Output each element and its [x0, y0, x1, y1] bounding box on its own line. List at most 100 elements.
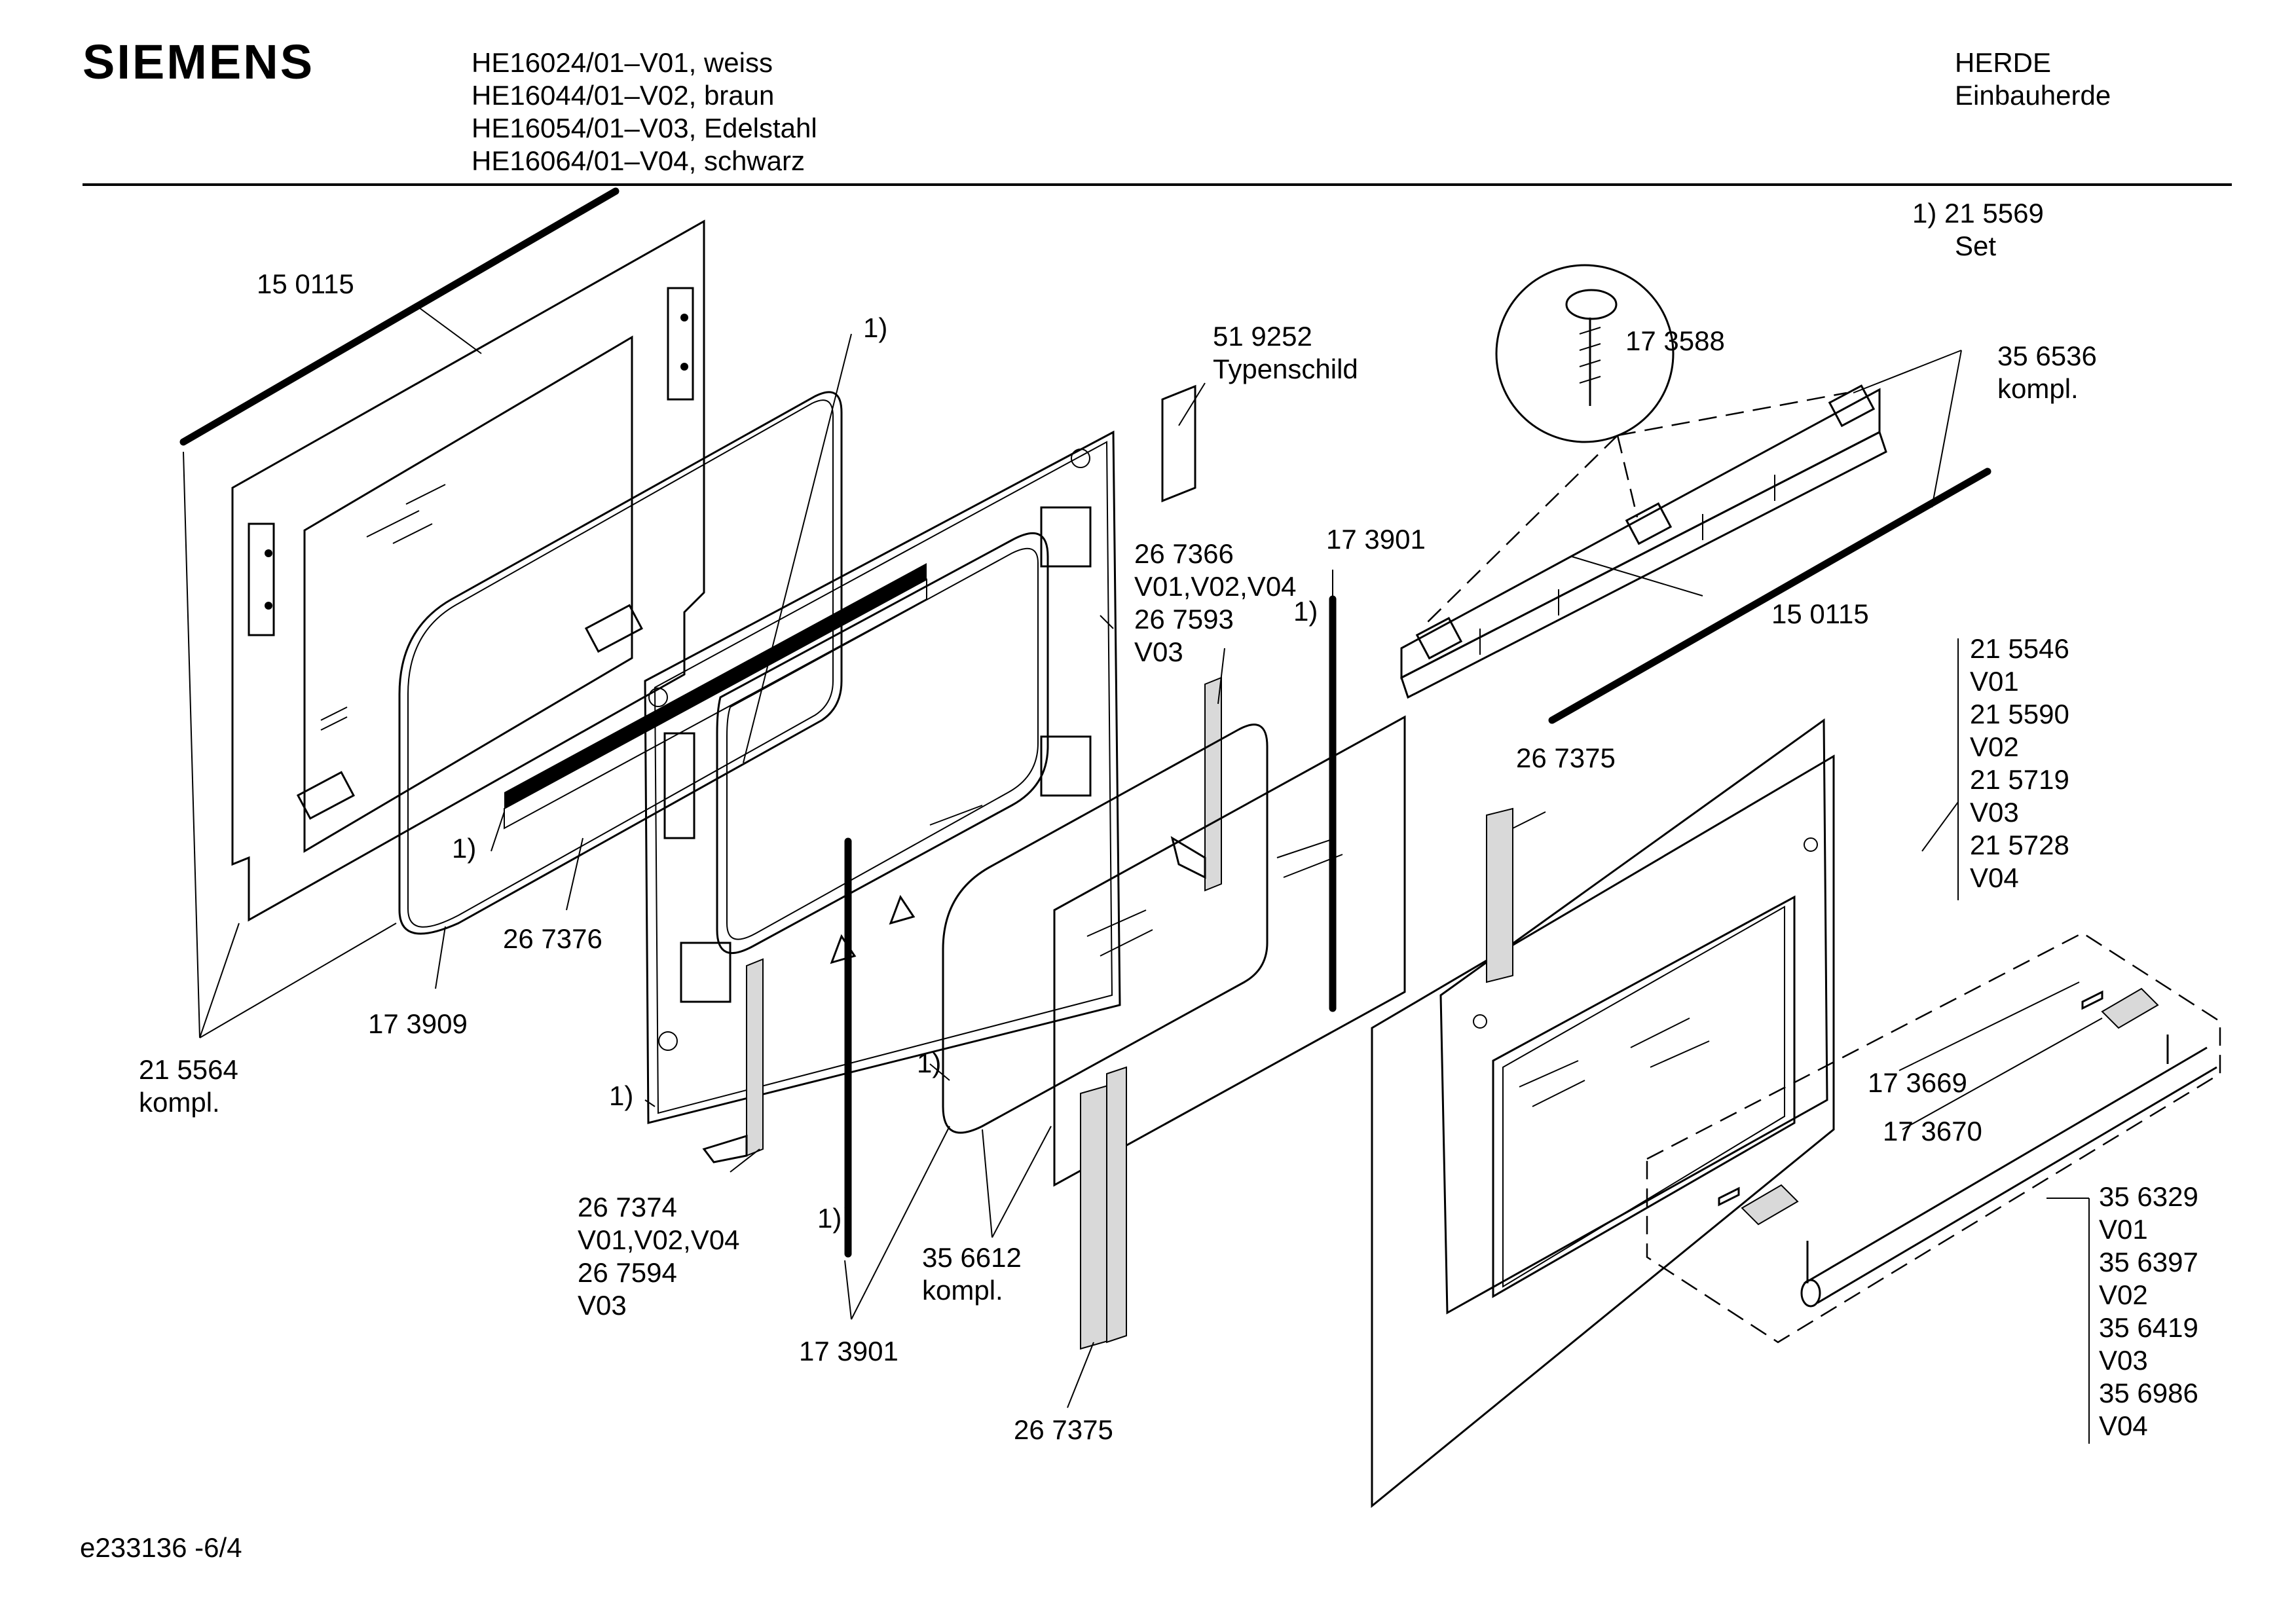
door-gasket — [398, 391, 843, 935]
end-cap — [2101, 987, 2159, 1029]
note-line: 1) 21 5569 — [1912, 198, 2044, 229]
inner-glass — [942, 715, 1406, 1187]
part-label: 26 7594 — [578, 1257, 677, 1288]
footnote-marker: 1) — [1293, 596, 1318, 627]
clip — [296, 771, 355, 820]
detail-circle — [1495, 264, 1675, 443]
part-label: 21 5546 — [1970, 633, 2069, 664]
end-cap — [1741, 1184, 1799, 1226]
part-label: 35 6329 — [2099, 1181, 2198, 1212]
part-label: 17 3909 — [368, 1008, 468, 1039]
part-label: 26 7375 — [1014, 1414, 1113, 1445]
light-strip — [504, 563, 927, 809]
part-label: 35 6986 — [2099, 1378, 2198, 1408]
part-label: V01,V02,V04 — [1134, 571, 1297, 602]
model-list: HE16024/01–V01, weiss HE16044/01–V02, br… — [472, 47, 817, 176]
inner-frame-outline — [644, 430, 1121, 1124]
hinge-part — [1204, 676, 1222, 892]
glass-gasket — [942, 724, 1268, 1134]
type-plate — [1161, 384, 1196, 503]
rear-panel-frame — [231, 219, 705, 922]
part-label: 35 6536 — [1997, 340, 2097, 371]
front-door-frame — [1371, 754, 1835, 1509]
part-label: V04 — [2099, 1410, 2148, 1441]
door-handle — [1646, 932, 2221, 1344]
part-label: kompl. — [139, 1087, 220, 1118]
part-label: V01 — [1970, 666, 2019, 697]
footnote-marker: 1) — [863, 312, 887, 343]
part-label: V02 — [2099, 1279, 2148, 1310]
part-label: V03 — [1970, 797, 2019, 828]
screw-detail — [1495, 264, 1675, 443]
front-door-window — [1492, 895, 1796, 1298]
part-label: V01 — [2099, 1214, 2148, 1245]
part-label: 35 6612 — [922, 1242, 1022, 1273]
handle-dashed-box — [1646, 932, 2221, 1344]
part-label: V02 — [1970, 731, 2019, 762]
part-label: kompl. — [922, 1275, 1003, 1306]
footnote-marker: 1) — [817, 1203, 842, 1234]
hinge-cutout — [1040, 735, 1092, 797]
part-label: 17 3901 — [799, 1336, 898, 1366]
part-label: 15 0115 — [257, 268, 354, 299]
screw-head — [1565, 289, 1618, 320]
inner-door-frame — [504, 430, 1121, 1124]
hinge-part — [746, 958, 764, 1157]
bracket — [248, 522, 275, 636]
hinge-strip-left — [702, 958, 764, 1163]
front-door — [1371, 718, 1835, 1509]
hinge-cutout — [680, 942, 731, 1003]
note-line: Set — [1955, 230, 1996, 261]
part-label: V03 — [2099, 1345, 2148, 1376]
part-label: 15 0115 — [1771, 598, 1869, 629]
model-line: HE16054/01–V03, Edelstahl — [472, 113, 817, 143]
inner-frame-window — [716, 532, 1049, 954]
part-label: 17 3588 — [1625, 325, 1725, 356]
part-label: V03 — [1134, 636, 1183, 667]
hinge-cutout — [663, 732, 695, 839]
part-label: V03 — [578, 1290, 627, 1321]
part-label: 35 6397 — [2099, 1247, 2198, 1277]
part-label: 26 7366 — [1134, 538, 1234, 569]
part-label: 17 3670 — [1883, 1116, 1982, 1146]
hinge-bar-lower — [1080, 1066, 1127, 1350]
model-line: HE16064/01–V04, schwarz — [472, 145, 805, 176]
category-line: Einbauherde — [1955, 80, 2111, 111]
labels: 1) 21 5569 Set 15 0115 1) 51 9252 Typens… — [80, 198, 2198, 1563]
gasket-ring — [398, 391, 843, 935]
part-label: 21 5564 — [139, 1054, 238, 1085]
part-label: 26 7376 — [503, 923, 602, 954]
category-line: HERDE — [1955, 47, 2051, 78]
hinge-bar — [1486, 807, 1513, 983]
category-block: HERDE Einbauherde — [1955, 47, 2111, 111]
hinge-strip-right — [1170, 676, 1222, 892]
part-label: 26 7593 — [1134, 604, 1234, 634]
part-label: 21 5590 — [1970, 699, 2069, 729]
rail-body — [1400, 388, 1881, 680]
bracket — [667, 287, 694, 401]
part-label: 21 5728 — [1970, 830, 2069, 860]
part-label: V01,V02,V04 — [578, 1224, 740, 1255]
model-line: HE16024/01–V01, weiss — [472, 47, 773, 78]
clip — [584, 604, 643, 653]
part-label: 17 3669 — [1868, 1067, 1967, 1098]
hinge-cutout — [1040, 506, 1092, 568]
part-label: 21 5719 — [1970, 764, 2069, 795]
part-label: 17 3901 — [1326, 524, 1426, 555]
handle-bar-end — [1800, 1279, 1821, 1308]
front-door-inner — [1439, 718, 1828, 1315]
part-label: 26 7375 — [1516, 742, 1616, 773]
seal-strip — [179, 187, 620, 446]
part-label: Typenschild — [1213, 354, 1358, 384]
leader-lines — [183, 307, 2103, 1444]
part-label: V04 — [1970, 862, 2019, 893]
footnote-marker: 1) — [609, 1080, 633, 1111]
rear-panel — [179, 187, 705, 922]
part-label: 35 6419 — [2099, 1312, 2198, 1343]
seal-strip — [1548, 467, 1991, 724]
part-label: kompl. — [1997, 373, 2079, 404]
rear-panel-window — [303, 335, 633, 853]
glass-pane — [1053, 715, 1406, 1187]
brand-logo: SIEMENS — [83, 35, 314, 89]
